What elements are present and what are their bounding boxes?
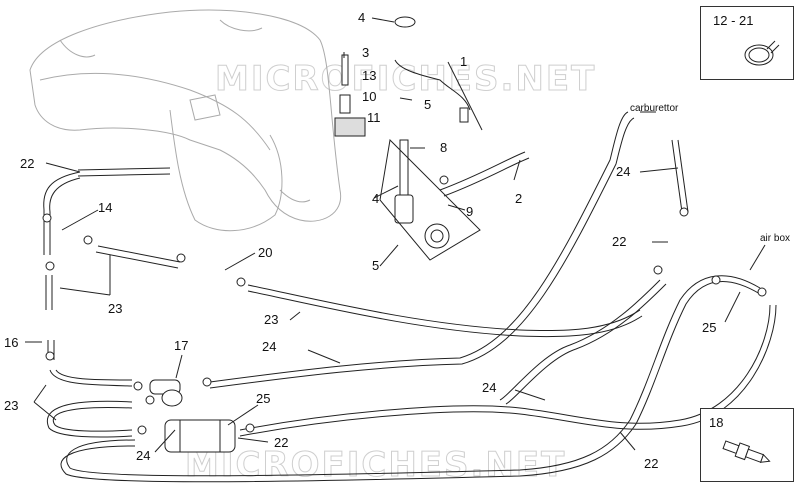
callout-5: 5 [372, 258, 379, 273]
callout-23: 23 [4, 398, 18, 413]
callout-20: 25 [256, 391, 270, 406]
callout-2: 2 [515, 191, 522, 206]
callout-4: 4 [372, 191, 379, 206]
callout-4: 4 [358, 10, 365, 25]
callout-19: 24 [136, 448, 150, 463]
inset-top-right-label: 12 - 21 [713, 13, 754, 28]
callout-numbers: 4 1 3 13 5 10 11 8 4 2 9 5 14 22 20 23 2… [4, 10, 716, 471]
watermark-top: MICROFICHES.NET [215, 59, 596, 99]
inset-bottom-right: 18 [700, 408, 794, 482]
callout-24: 24 [262, 339, 276, 354]
hoses [43, 111, 777, 483]
callout-3: 3 [362, 45, 369, 60]
callout-1: 1 [460, 54, 467, 69]
callout-24: 24 [482, 380, 496, 395]
leader-lines [25, 17, 766, 453]
callout-17: 22 [612, 234, 626, 249]
callout-14: 17 [174, 338, 188, 353]
watermark-bottom: MICROFICHES.NET [185, 445, 566, 485]
callout-10: 13 [362, 68, 376, 83]
inset-bottom-right-label: 18 [709, 415, 724, 430]
fuel-tank-outline [29, 9, 342, 232]
fuel-tap-assembly [334, 16, 481, 261]
label-air-box: air box [760, 233, 790, 244]
inset-top-right: 12 - 21 [700, 6, 794, 80]
hose-clamps [42, 175, 767, 435]
callout-22: 22 [20, 156, 34, 171]
callout-15: 20 [258, 245, 272, 260]
callout-13: 16 [4, 335, 18, 350]
callout-16: 22 [274, 435, 288, 450]
label-carburettor: carburettor [630, 103, 679, 114]
callout-8: 10 [362, 89, 376, 104]
fuel-filter [149, 379, 236, 453]
callout-9: 11 [367, 110, 381, 125]
callout-5: 5 [424, 97, 431, 112]
callout-22: 22 [644, 456, 658, 471]
spring-clamp-icon [744, 40, 780, 66]
callout-25: 25 [702, 320, 716, 335]
callout-23: 23 [264, 312, 278, 327]
callout-23: 23 [108, 301, 122, 316]
callout-24: 24 [616, 164, 630, 179]
connector-fitting-icon [722, 440, 771, 463]
callout-11: 14 [98, 200, 112, 215]
callout-6: 8 [440, 140, 447, 155]
callout-7: 9 [466, 204, 473, 219]
